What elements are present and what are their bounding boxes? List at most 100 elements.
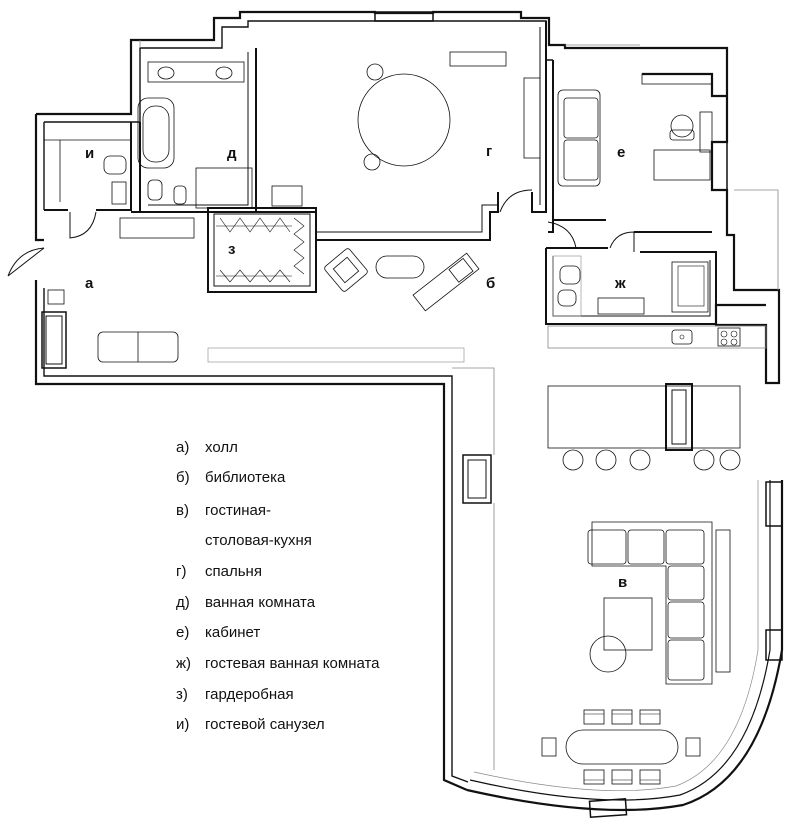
vanity (597, 297, 645, 315)
toilet-icon (147, 179, 163, 201)
dining-chair-icon (611, 769, 633, 785)
room-label-guest-bath: ж (615, 275, 626, 292)
sofa-icon (557, 89, 601, 187)
wardrobe-wall (207, 207, 317, 293)
legend-key: в) (176, 502, 189, 519)
dining-chair-icon (639, 769, 661, 785)
entrance-door (7, 247, 45, 277)
bar-stool-icon (693, 449, 715, 471)
room-label-guest-toilet: и (85, 145, 95, 162)
ottoman-icon (375, 255, 425, 279)
door-guest-bath (609, 231, 635, 252)
sofa-seat (563, 139, 599, 181)
window (765, 481, 783, 527)
legend-text: спальня (205, 563, 262, 580)
door-study (547, 221, 577, 249)
sink-icon (671, 329, 693, 345)
legend-key: е) (176, 624, 190, 641)
room-label-bedroom: г (486, 143, 493, 160)
legend-text: ванная комната (205, 594, 316, 611)
desk-icon (653, 149, 711, 181)
window (41, 311, 67, 369)
guest-toilet-wall (44, 122, 132, 211)
dining-table-icon (565, 729, 679, 765)
bathtub-icon (137, 97, 175, 169)
burner (720, 330, 728, 338)
sofa-cushion (667, 601, 705, 639)
window (45, 315, 63, 365)
window (462, 454, 492, 504)
room-label-library: б (486, 275, 496, 292)
legend-text: гостевой санузел (205, 716, 325, 733)
shower-icon (195, 167, 253, 209)
door-bedroom (499, 189, 533, 213)
legend-item: ж)гостевая ванная комната (176, 656, 380, 671)
armchair-seat (332, 256, 360, 284)
room-label-wardrobe: з (228, 241, 236, 258)
bathroom-wall (139, 48, 257, 213)
legend-item: а)холл (176, 440, 238, 455)
shower-tray (677, 265, 705, 307)
drain (679, 334, 685, 340)
credenza (641, 73, 713, 85)
room-label-hall: а (85, 275, 94, 292)
legend-item: и)гостевой санузел (176, 717, 325, 732)
shower-icon (671, 261, 709, 313)
bench (271, 185, 303, 207)
kitchen-counter (547, 325, 767, 349)
legend-text: столовая-кухня (205, 532, 312, 549)
daybed-icon (412, 252, 480, 312)
bar-stool-icon (629, 449, 651, 471)
vanity (147, 61, 245, 83)
study-wall (548, 60, 712, 233)
window (711, 141, 728, 191)
dining-chair-icon (583, 709, 605, 725)
sofa-cushion (627, 529, 665, 565)
exterior-wall (34, 10, 781, 792)
room-label-bathroom: д (227, 145, 237, 162)
window (588, 797, 628, 819)
side-table-icon (589, 635, 627, 673)
daybed-cushion (448, 257, 474, 283)
legend-text: гостевая ванная комната (205, 655, 380, 672)
bar-stool-icon (719, 449, 741, 471)
bidet-icon (173, 185, 187, 205)
dining-chair-icon (541, 737, 557, 757)
dining-chair-icon (639, 709, 661, 725)
legend-item: б) библиотека (176, 470, 285, 485)
room-label-study: е (617, 144, 626, 161)
legend-key: б) (176, 469, 190, 486)
legend-item: д)ванная комната (176, 595, 315, 610)
cooktop-icon (717, 327, 741, 347)
legend-key: а) (176, 439, 190, 456)
legend-text: кабинет (205, 624, 261, 641)
bar-stool-icon (595, 449, 617, 471)
legend-text: гардеробная (205, 686, 294, 703)
office-chair-icon (670, 114, 694, 138)
dresser (449, 51, 507, 67)
legend-key: з) (176, 686, 188, 703)
dining-chair-icon (611, 709, 633, 725)
console (119, 217, 195, 239)
sofa-cushion (667, 565, 705, 601)
legend-text: библиотека (205, 469, 286, 486)
sofa-cushion (665, 529, 705, 565)
bar-stool-icon (562, 449, 584, 471)
curved-wall-outer (466, 480, 784, 812)
bathroom-wall-inner (148, 52, 249, 206)
nightstand-icon (366, 63, 384, 81)
door-guest-toilet (69, 211, 97, 239)
bathtub-inner (142, 105, 170, 163)
toilet-icon (559, 265, 581, 285)
wardrobe-unit (523, 77, 541, 159)
terrace-outline (139, 40, 779, 770)
guest-bath-wall (545, 247, 717, 325)
sink-icon (215, 66, 233, 80)
legend-item: е) кабинет (176, 625, 260, 640)
window (374, 11, 434, 22)
legend-item: з) гардеробная (176, 687, 294, 702)
coffee-table-icon (603, 597, 653, 651)
shelf (207, 347, 465, 363)
legend-text: гостиная- (205, 502, 271, 519)
